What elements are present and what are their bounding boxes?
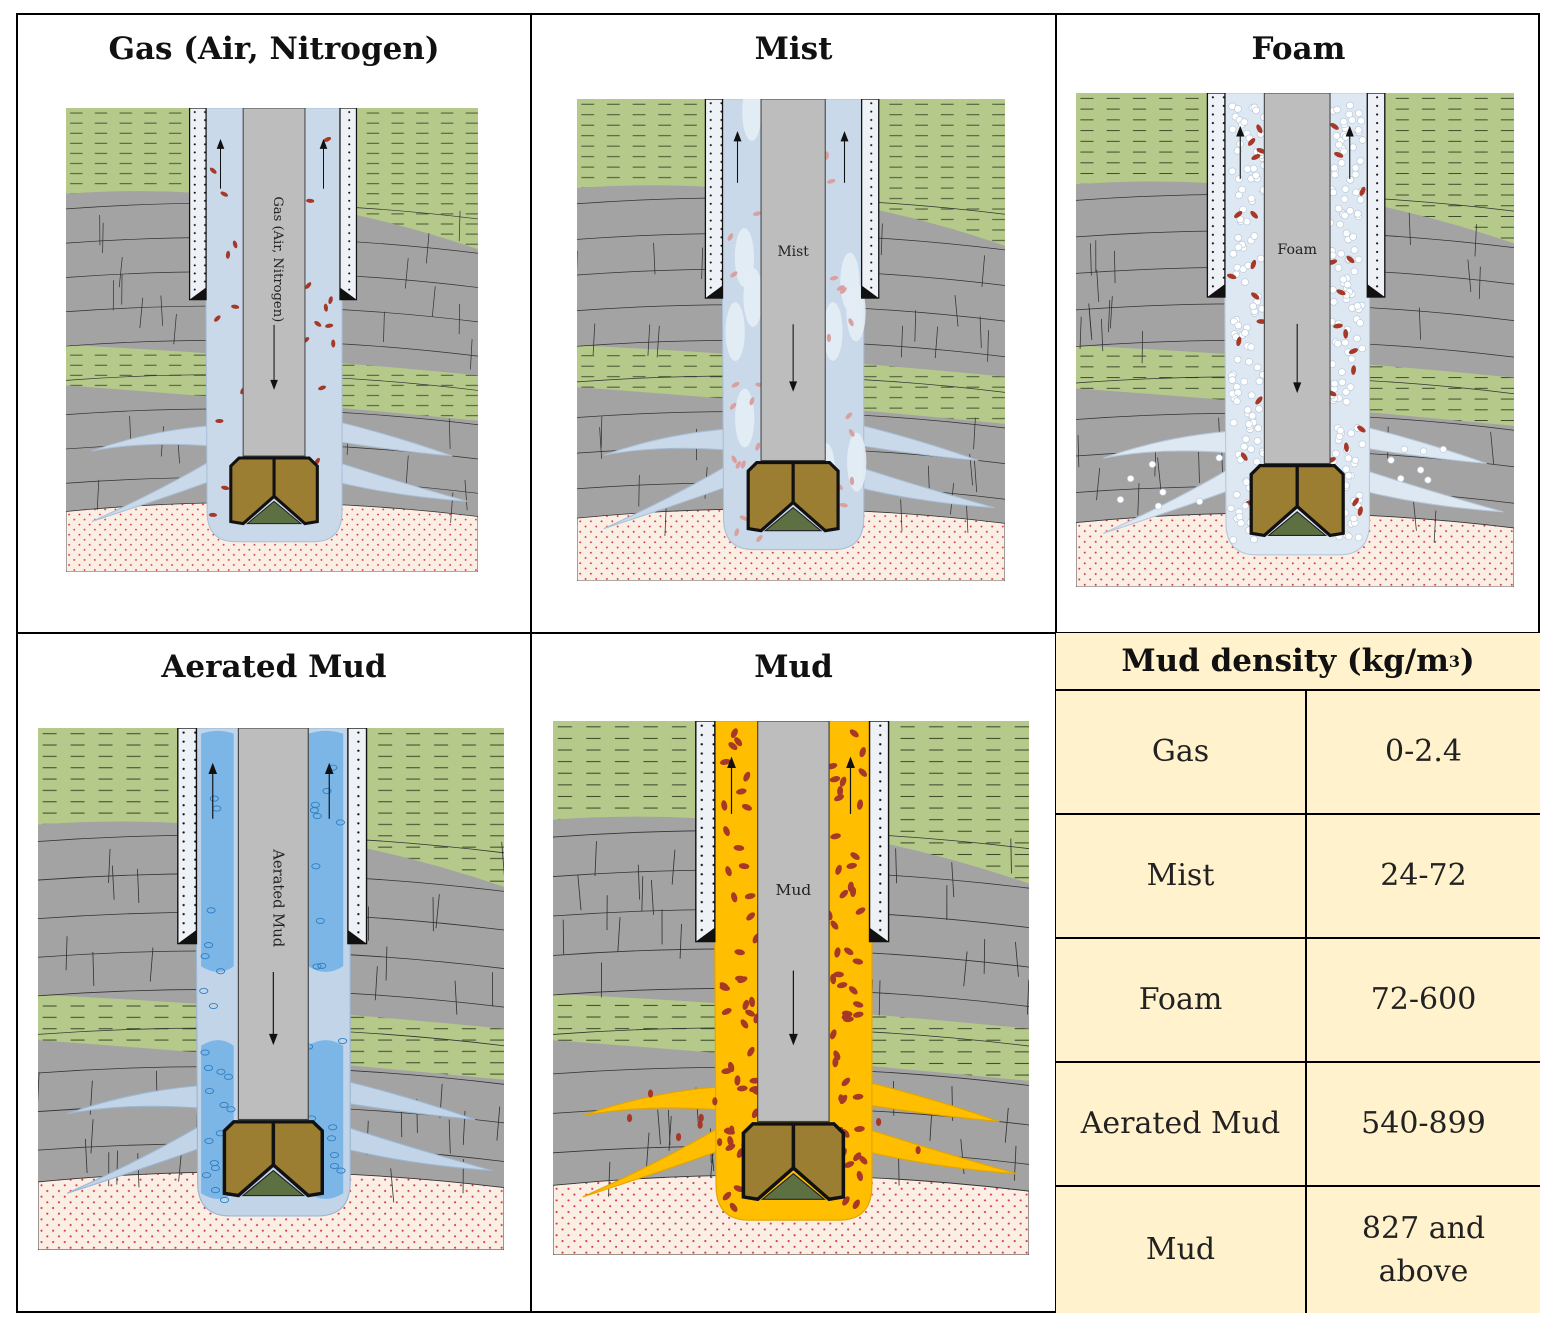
- density-value: 0-2.4: [1385, 734, 1462, 770]
- drill-bit: [229, 456, 319, 526]
- wellbore-svg: Mud: [553, 721, 1029, 1255]
- panel-title-mud: Mud: [754, 649, 833, 685]
- density-value: 72-600: [1370, 982, 1477, 1018]
- casing: [1206, 93, 1386, 298]
- casing: [704, 99, 880, 299]
- pipe-label: Foam: [1277, 242, 1317, 258]
- panel-title-aerated-mud: Aerated Mud: [161, 649, 387, 685]
- casing: [188, 108, 358, 301]
- table-row: Mud 827 and above: [1056, 1187, 1540, 1313]
- flow-arrows: [216, 138, 328, 390]
- fluid-name: Foam: [1056, 939, 1307, 1061]
- wellbore-svg: Gas (Air, Nitrogen): [66, 108, 478, 572]
- drill-pipe: [760, 99, 826, 462]
- flow-arrows: [727, 756, 855, 1046]
- table-row: Aerated Mud 540-899: [1056, 1063, 1540, 1187]
- panel-title-foam: Foam: [1251, 31, 1346, 67]
- table-row: Mist 24-72: [1056, 815, 1540, 939]
- pipe-label: Gas (Air, Nitrogen): [270, 196, 285, 322]
- density-value: 827 and above: [1361, 1210, 1486, 1290]
- mud-drilling-diagram: Mud: [553, 721, 1029, 1255]
- pipe-label: Mud: [776, 881, 812, 899]
- flow-arrows: [208, 762, 334, 1046]
- drill-bit: [741, 1122, 846, 1202]
- drill-bit: [222, 1120, 325, 1198]
- foam-drilling-diagram: Foam: [1076, 93, 1514, 587]
- grid-divider: [18, 632, 1538, 634]
- fluid-name: Mist: [1056, 815, 1307, 937]
- mist-drilling-diagram: Mist: [577, 99, 1005, 581]
- drill-pipe: [242, 108, 306, 457]
- wellbore-svg: Aerated Mud: [38, 728, 504, 1250]
- wellbore-svg: Foam: [1076, 93, 1514, 587]
- panel-title-gas: Gas (Air, Nitrogen): [108, 31, 440, 67]
- wellbore-svg: Mist: [577, 99, 1005, 581]
- casing: [695, 721, 890, 943]
- gas-drilling-diagram: Gas (Air, Nitrogen): [66, 108, 478, 572]
- drill-pipe: [237, 728, 309, 1121]
- pipe-label: Aerated Mud: [269, 848, 287, 947]
- table-row: Foam 72-600: [1056, 939, 1540, 1063]
- flow-arrows: [1236, 125, 1354, 394]
- fluid-name: Mud: [1056, 1187, 1307, 1313]
- panel-title-mist: Mist: [754, 31, 833, 67]
- flow-arrows: [733, 131, 849, 392]
- grid-divider: [530, 15, 532, 1311]
- drill-pipe: [1263, 93, 1331, 465]
- drill-bit: [746, 461, 840, 533]
- pipe-label: Mist: [777, 244, 809, 260]
- figure-grid: Gas (Air, Nitrogen) Mist Foam Aerated Mu…: [16, 13, 1540, 1313]
- density-value: 24-72: [1380, 858, 1467, 894]
- table-row: Gas 0-2.4: [1056, 691, 1540, 815]
- drill-bit: [1249, 464, 1345, 538]
- aerated-mud-drilling-diagram: Aerated Mud: [38, 728, 504, 1250]
- casing: [177, 728, 368, 945]
- drill-pipe: [757, 721, 830, 1123]
- fluid-name: Gas: [1056, 691, 1307, 813]
- density-value: 540-899: [1361, 1106, 1486, 1142]
- fluid-name: Aerated Mud: [1056, 1063, 1307, 1185]
